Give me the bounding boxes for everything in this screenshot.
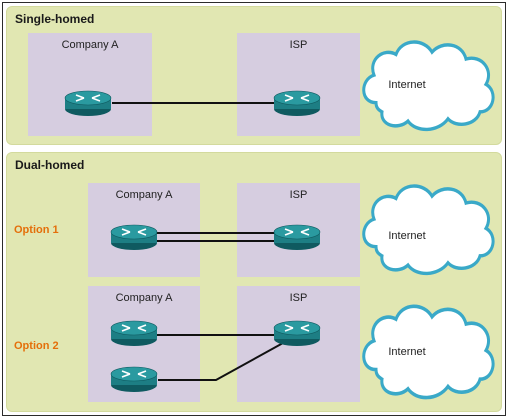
isp-label: ISP bbox=[289, 39, 308, 51]
router-icon bbox=[110, 224, 158, 250]
company-a-box: Company A bbox=[28, 33, 152, 136]
internet-label: Internet bbox=[388, 79, 426, 91]
router-icon bbox=[273, 224, 321, 250]
router-icon bbox=[273, 90, 321, 116]
option-2-label: Option 2 bbox=[14, 340, 59, 352]
router-icon bbox=[110, 366, 158, 392]
internet-label: Internet bbox=[388, 230, 426, 242]
link-option2-b bbox=[158, 342, 284, 381]
router-icon bbox=[110, 320, 158, 346]
router-icon bbox=[273, 320, 321, 346]
company-a-label: Company A bbox=[115, 292, 173, 304]
company-a-label: Company A bbox=[115, 189, 173, 201]
company-a-label: Company A bbox=[61, 39, 119, 51]
panel-title: Dual-homed bbox=[15, 158, 85, 172]
router-icon bbox=[64, 90, 112, 116]
option-1-label: Option 1 bbox=[14, 224, 59, 236]
panel-title: Single-homed bbox=[15, 12, 95, 26]
isp-box: ISP bbox=[237, 33, 360, 136]
internet-label: Internet bbox=[388, 346, 426, 358]
isp-label: ISP bbox=[289, 189, 308, 201]
isp-label: ISP bbox=[289, 292, 308, 304]
